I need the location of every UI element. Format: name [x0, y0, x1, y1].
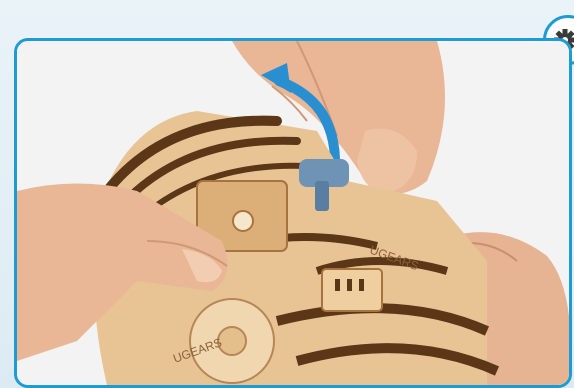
engraved-logo-2: UGEARS [0, 0, 1, 1]
engraved-logo-1: UGEARS [0, 0, 1, 1]
illustration-frame: UGEARS UGEARS [14, 38, 572, 388]
assembly-illustration: UGEARS UGEARS [17, 41, 569, 385]
